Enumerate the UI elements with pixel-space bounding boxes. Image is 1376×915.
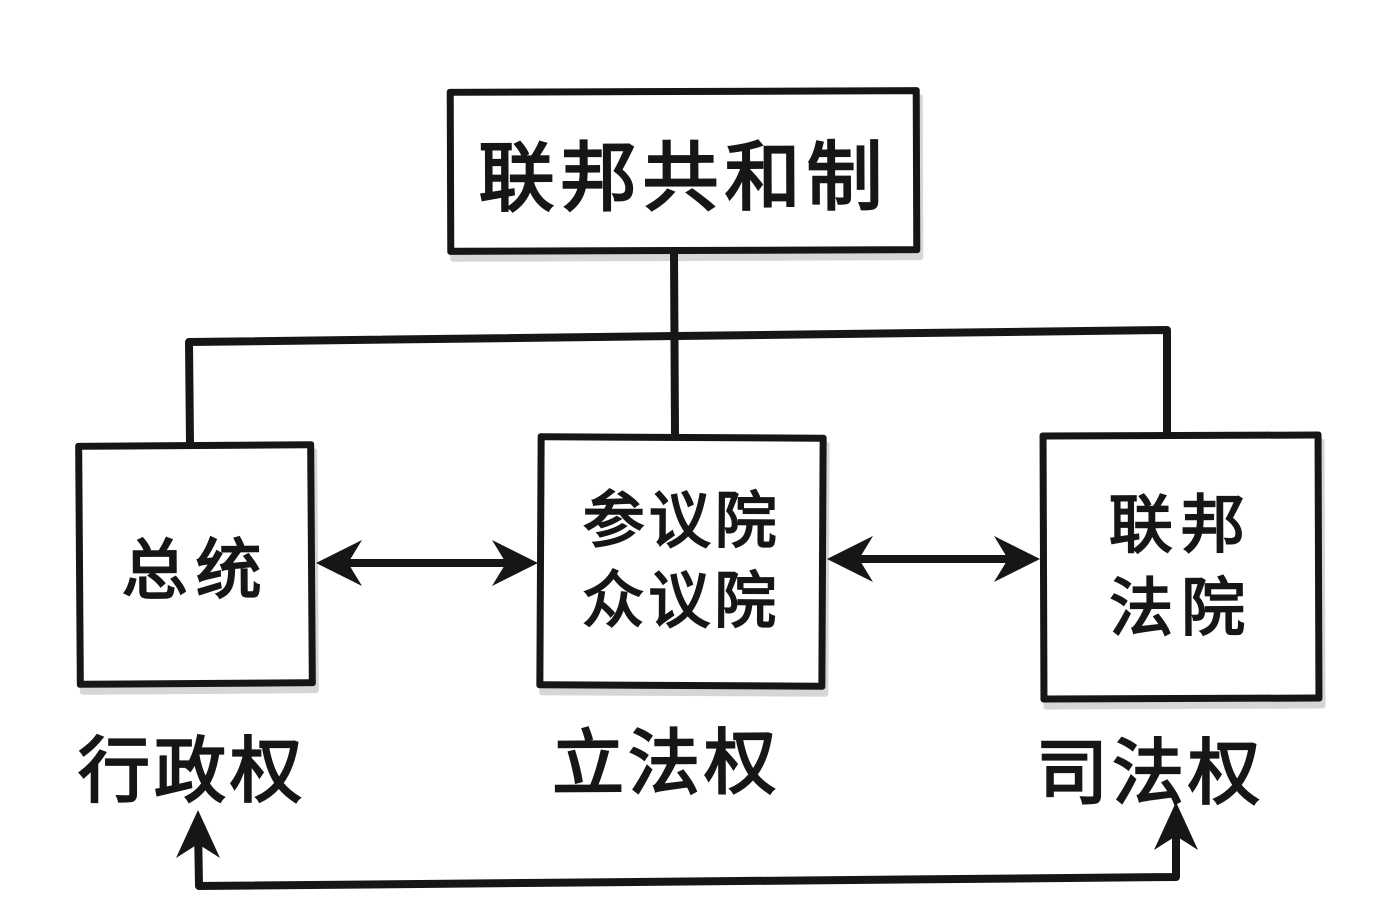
node-federal-republic: 联邦共和制 <box>446 87 921 255</box>
node-congress-label-house: 众议院 <box>582 565 781 637</box>
label-judicial-power: 司法权 <box>1036 734 1265 814</box>
executive-judicial-connector-line <box>194 814 1180 890</box>
branch-bus-line <box>185 326 1171 447</box>
node-congress-label-senate: 参议院 <box>582 486 781 557</box>
node-federal-court-label-line1: 联邦 <box>1108 488 1253 562</box>
president-congress-right-arrowhead-icon <box>492 540 538 586</box>
congress-court-right-arrowhead-icon <box>994 536 1040 582</box>
label-executive-power: 行政权 <box>78 732 307 812</box>
node-president: 总统 <box>75 441 316 688</box>
executive-up-arrowhead-icon <box>176 810 220 858</box>
node-federal-court-label-line2: 法院 <box>1109 571 1254 645</box>
label-legislative-power: 立法权 <box>551 723 781 805</box>
root-to-congress-stem-line <box>670 248 679 438</box>
node-president-label: 总统 <box>121 531 270 608</box>
node-federal-court: 联邦 法院 <box>1039 431 1323 703</box>
node-federal-republic-label: 联邦共和制 <box>478 135 889 222</box>
node-congress: 参议院 众议院 <box>536 433 827 690</box>
president-congress-left-arrowhead-icon <box>316 540 362 586</box>
congress-court-left-arrowhead-icon <box>827 536 873 582</box>
